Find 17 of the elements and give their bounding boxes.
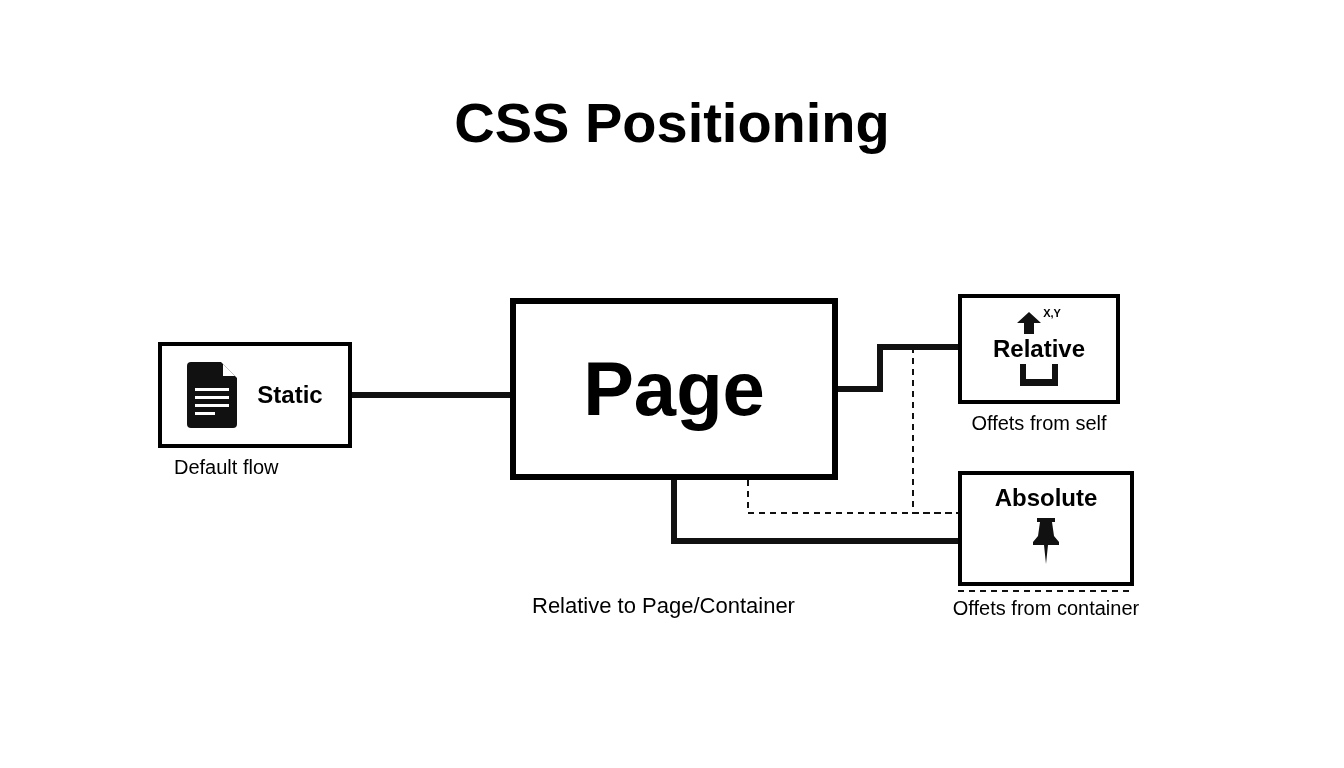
node-box <box>958 294 1120 404</box>
node-box <box>958 471 1134 586</box>
node-box <box>510 298 838 480</box>
node-box <box>158 342 352 448</box>
coordinate-label: X,Y <box>1043 308 1061 319</box>
node-label: Absolute <box>994 482 1098 513</box>
connector-line <box>838 344 958 392</box>
node-caption: Default flow <box>174 455 279 480</box>
connector-line <box>352 392 510 398</box>
node-label: Static <box>257 380 323 410</box>
connector-line <box>671 480 958 544</box>
node-label: Relative <box>992 334 1086 364</box>
node-caption: Offets from container <box>951 596 1141 621</box>
connector-line <box>912 347 959 514</box>
node-caption: Offets from self <box>970 411 1108 436</box>
diagram-title: CSS Positioning <box>454 90 890 156</box>
annotation-text: Relative to Page/Container <box>532 592 795 620</box>
